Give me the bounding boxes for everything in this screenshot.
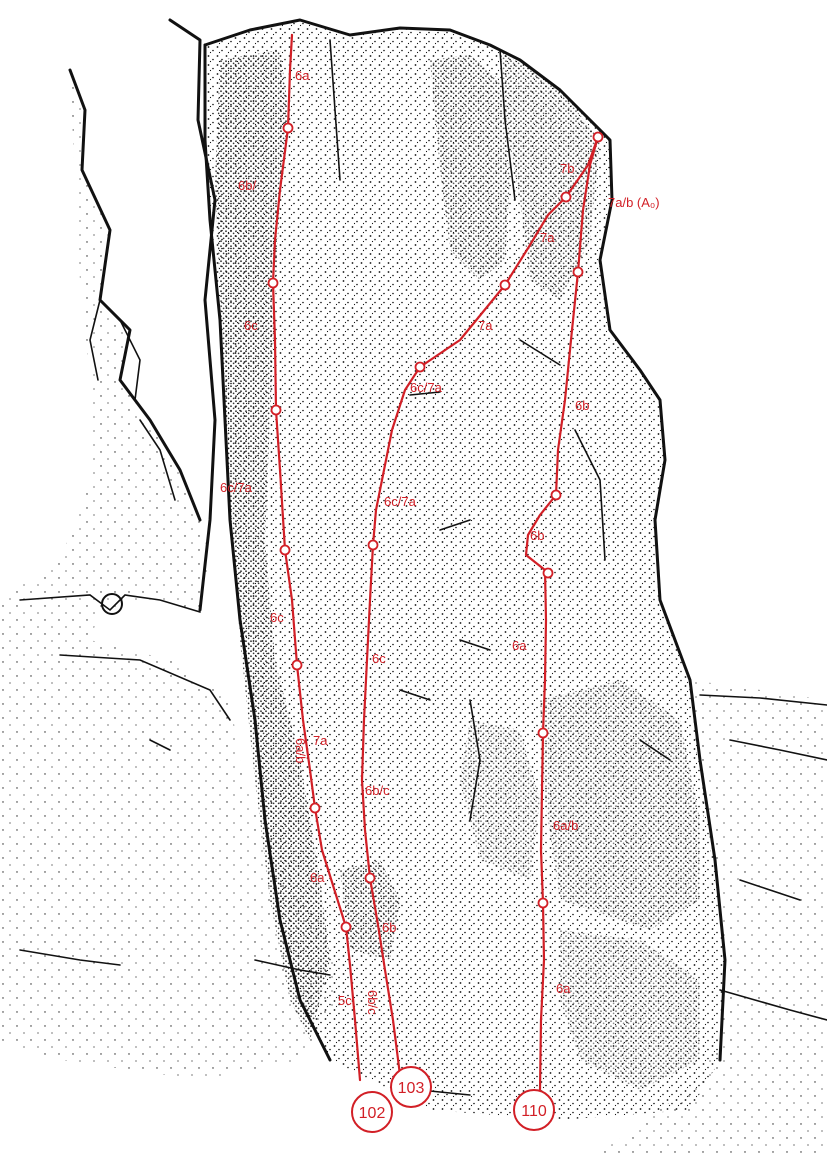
- belay-station-icon: [594, 133, 603, 142]
- grade-label: 6b: [382, 920, 396, 935]
- grade-label-vertical: 6b/c: [365, 990, 380, 1015]
- belay-station-icon: [416, 363, 425, 372]
- grade-label: 6b: [530, 528, 544, 543]
- belay-station-icon: [562, 193, 571, 202]
- grade-label: 6a: [556, 981, 571, 996]
- grade-label: 6c/7a: [410, 380, 443, 395]
- belay-station-icon: [281, 546, 290, 555]
- grade-label: 7b: [560, 161, 574, 176]
- belay-station-icon: [501, 281, 510, 290]
- route-number: 110: [521, 1103, 547, 1120]
- belay-station-icon: [293, 661, 302, 670]
- belay-station-icon: [366, 874, 375, 883]
- route-marker-103: 103: [391, 1067, 431, 1107]
- belay-station-icon: [284, 124, 293, 133]
- grade-label: 7a/b (A₀): [608, 195, 660, 210]
- grade-label: 6c: [270, 610, 284, 625]
- grade-label: 5c: [338, 993, 352, 1008]
- grade-label: 6c: [244, 318, 258, 333]
- grade-label: 7a: [313, 733, 328, 748]
- belay-station-icon: [342, 923, 351, 932]
- grade-label: 6b/c: [365, 783, 390, 798]
- route-number: 102: [359, 1105, 386, 1122]
- grade-label: 6c: [372, 651, 386, 666]
- grade-label: 7a: [478, 318, 493, 333]
- grade-label: 7a: [540, 230, 555, 245]
- belay-station-icon: [544, 569, 553, 578]
- belay-station-icon: [552, 491, 561, 500]
- route-marker-110: 110: [514, 1090, 554, 1130]
- grade-label: 6c/7a: [220, 480, 253, 495]
- grade-label: 6a/b: [553, 818, 578, 833]
- belay-station-icon: [369, 541, 378, 550]
- grade-label: 6c/7a: [384, 494, 417, 509]
- grade-label: 6a: [295, 68, 310, 83]
- route-number: 103: [398, 1080, 425, 1097]
- belay-station-icon: [269, 279, 278, 288]
- grade-label: 6b: [575, 398, 589, 413]
- belay-station-icon: [574, 268, 583, 277]
- route-marker-102: 102: [352, 1092, 392, 1132]
- main-rock-face: [205, 20, 725, 1120]
- grade-label: 6a: [512, 638, 527, 653]
- belay-station-icon: [311, 804, 320, 813]
- belay-station-icon: [272, 406, 281, 415]
- grade-label: 6a: [310, 870, 325, 885]
- belay-station-icon: [539, 729, 548, 738]
- grade-label-vertical: 6a/b: [293, 738, 308, 763]
- belay-station-icon: [539, 899, 548, 908]
- grade-label: 6b/: [238, 178, 256, 193]
